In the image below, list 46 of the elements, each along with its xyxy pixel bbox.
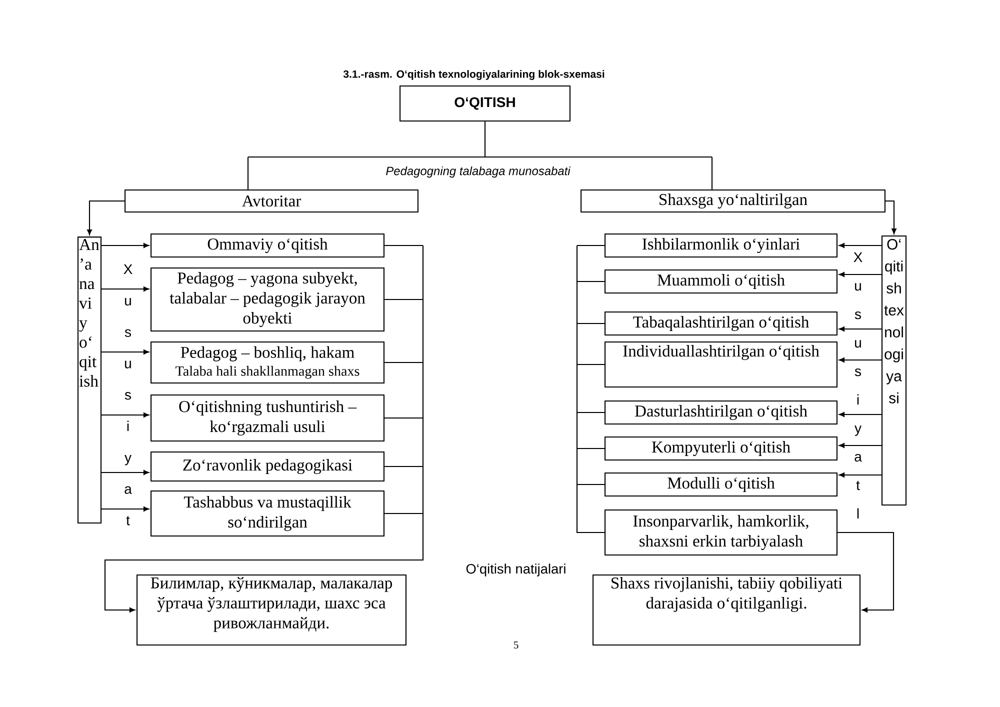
vertical-label: Xususiyatl — [854, 252, 862, 518]
arrow — [838, 272, 882, 277]
arrow — [838, 326, 882, 332]
figure-title: 3.1.-rasm. O‘qitish texnologiyalarining blok-sxemasi — [343, 70, 604, 80]
arrow — [102, 350, 150, 354]
page-number: 5 — [514, 642, 518, 649]
arrow — [838, 358, 882, 362]
arrow — [102, 286, 150, 292]
arrow — [838, 243, 882, 248]
item-box: Pedagog – boshliq, hakam Talaba hali shakllanmagan shaxs — [150, 341, 385, 384]
item-box: O‘qitishning tushuntirish – ko‘rgazmali usuli — [150, 394, 385, 442]
item-box: Modulli o‘qitish — [604, 472, 838, 497]
result-box: Билимлар, кўникмалар, малакалар ўртача ўзлаштирилади, шахс эса ривожланмайди. — [136, 574, 406, 646]
item-box: Dasturlashtirilgan o‘qitish — [604, 400, 838, 425]
item-box: Muammoli o‘qitish — [604, 269, 838, 294]
arrow — [838, 412, 882, 417]
branch-connector — [247, 121, 713, 190]
result-box: Shaxs rivojlanishi, tabiiy qobiliyati darajasida o‘qitilganligi. — [592, 574, 861, 646]
bracket-label: Pedagogning talabaga munosabati — [386, 166, 571, 178]
arrow — [102, 412, 150, 418]
item-box: Tabaqalashtirilgan o‘qitish — [604, 311, 838, 336]
arrow — [102, 506, 150, 512]
item-box: Insonparvarlik, hamkorlik, shaxsni erkin tarbiyalash — [604, 509, 838, 556]
item-box: Individuallashtirilgan o‘qitish — [604, 341, 838, 388]
arrow — [838, 472, 882, 478]
item-box: Zo‘ravonlik pedagogikasi — [150, 451, 385, 482]
item-box: Ishbilarmonlik o‘yinlari — [604, 233, 838, 258]
merge-arrow — [104, 244, 424, 612]
category-box: Shaxsga yo‘naltirilgan — [580, 189, 886, 213]
vertical-box: O‘qitish texnologiyasi — [881, 236, 907, 506]
item-box: Pedagog – yagona subyekt, talabalar – pedagogik jarayon obyekti — [150, 267, 385, 332]
arrow — [886, 200, 896, 234]
arrow — [87, 200, 124, 236]
category-box: Avtoritar — [124, 189, 418, 213]
arrow — [102, 470, 150, 475]
vertical-label: Xususiyat — [124, 264, 132, 526]
arrow — [838, 443, 882, 448]
vertical-box: An’anaviy o‘qitish — [77, 236, 102, 524]
section-label: O‘qitish natijalari — [466, 564, 566, 576]
item-box: Tashabbus va mustaqillik so‘ndirilgan — [150, 490, 385, 537]
arrow — [838, 532, 894, 612]
heading-box: O‘QITISH — [400, 85, 571, 122]
item-box: Kompyuterli o‘qitish — [604, 436, 838, 461]
merge-connector — [576, 244, 604, 534]
item-box: Ommaviy o‘qitish — [150, 233, 385, 258]
arrow — [102, 243, 150, 248]
